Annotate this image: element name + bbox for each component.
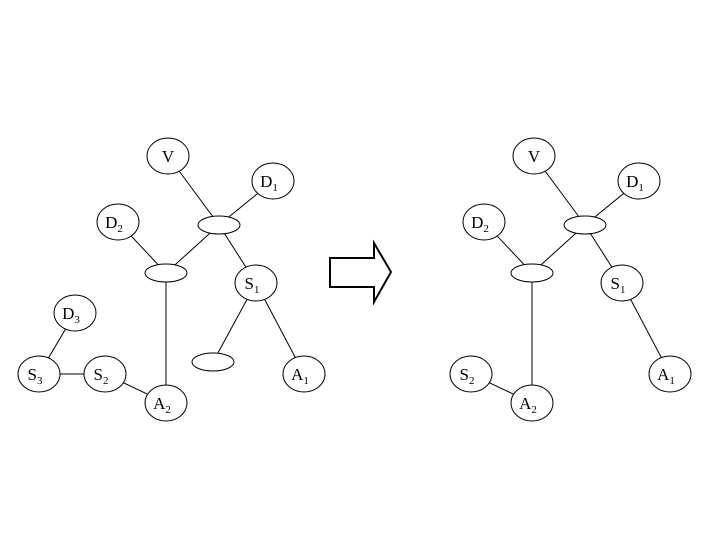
node-label: S3 — [28, 365, 43, 387]
node-ellipse — [462, 203, 506, 241]
junction-node — [144, 263, 188, 283]
node-v: V — [146, 137, 190, 175]
node-ellipse — [282, 355, 326, 393]
node-d2: D2 — [462, 203, 506, 241]
node-ellipse — [617, 162, 661, 200]
node-s2: S2 — [449, 355, 493, 393]
node-ellipse — [251, 162, 295, 200]
node-a1: A1 — [282, 355, 326, 393]
node-label: V — [162, 147, 175, 166]
node-ellipse — [234, 264, 278, 302]
node-d1: D1 — [251, 162, 295, 200]
node-label: S1 — [245, 274, 260, 296]
junction-node — [510, 263, 554, 283]
node-ellipse — [144, 263, 188, 283]
node-s1: S1 — [234, 264, 278, 302]
node-label: D1 — [260, 172, 278, 194]
node-label: S1 — [611, 274, 626, 296]
node-label: A1 — [291, 365, 309, 387]
node-label: A1 — [657, 365, 675, 387]
transform-arrow — [329, 239, 393, 306]
node-ellipse — [449, 355, 493, 393]
junction-node — [191, 352, 235, 372]
node-ellipse — [510, 263, 554, 283]
node-label: A2 — [519, 394, 537, 416]
node-ellipse — [144, 384, 188, 422]
node-ellipse — [17, 355, 61, 393]
node-d1: D1 — [617, 162, 661, 200]
node-label: D3 — [62, 304, 80, 326]
node-label: D2 — [471, 213, 489, 235]
junction-node — [563, 215, 607, 235]
node-s2: S2 — [83, 355, 127, 393]
node-a1: A1 — [648, 355, 692, 393]
node-s1: S1 — [600, 264, 644, 302]
node-ellipse — [512, 137, 556, 175]
node-ellipse — [197, 215, 241, 235]
node-ellipse — [96, 203, 140, 241]
node-d2: D2 — [96, 203, 140, 241]
node-d3: D3 — [53, 294, 97, 332]
node-ellipse — [146, 137, 190, 175]
node-ellipse — [648, 355, 692, 393]
node-label: S2 — [460, 365, 475, 387]
node-ellipse — [600, 264, 644, 302]
node-v: V — [512, 137, 556, 175]
node-label: A2 — [153, 394, 171, 416]
node-ellipse — [53, 294, 97, 332]
node-ellipse — [83, 355, 127, 393]
node-s3: S3 — [17, 355, 61, 393]
node-ellipse — [510, 384, 554, 422]
node-label: S2 — [94, 365, 109, 387]
node-a2: A2 — [144, 384, 188, 422]
node-ellipse — [563, 215, 607, 235]
node-a2: A2 — [510, 384, 554, 422]
node-label: D1 — [626, 172, 644, 194]
node-label: D2 — [105, 213, 123, 235]
node-ellipse — [191, 352, 235, 372]
junction-node — [197, 215, 241, 235]
node-label: V — [528, 147, 541, 166]
